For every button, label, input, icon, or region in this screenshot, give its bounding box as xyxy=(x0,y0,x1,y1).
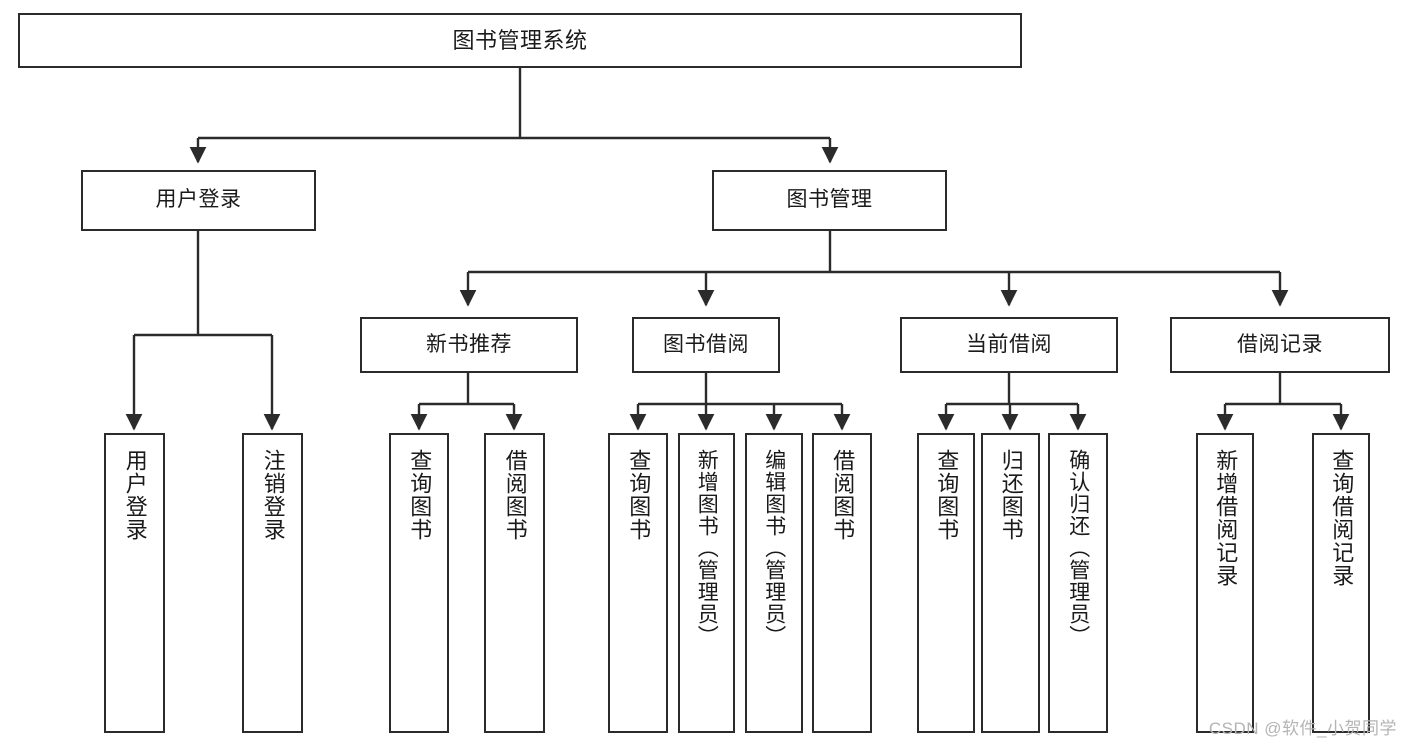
node-label: 查询图书 xyxy=(626,449,652,541)
node-label: 图书管理 xyxy=(786,188,873,212)
node-new-book-recommend[interactable]: 新书推荐 xyxy=(360,317,578,373)
leaf-confirm-return-admin[interactable]: 确认归还（管理员） xyxy=(1048,433,1108,733)
node-root-system[interactable]: 图书管理系统 xyxy=(18,13,1022,68)
node-label: 新书推荐 xyxy=(426,332,512,356)
node-label: 确认归还（管理员） xyxy=(1066,449,1090,647)
leaf-return-book[interactable]: 归还图书 xyxy=(981,433,1040,733)
node-label: 图书管理系统 xyxy=(452,27,588,53)
node-label: 查询借阅记录 xyxy=(1329,449,1355,587)
leaf-edit-book-admin[interactable]: 编辑图书（管理员） xyxy=(745,433,803,733)
leaf-user-login[interactable]: 用户登录 xyxy=(104,433,165,733)
node-label: 编辑图书（管理员） xyxy=(762,449,786,647)
node-label: 当前借阅 xyxy=(966,332,1052,356)
node-user-login[interactable]: 用户登录 xyxy=(81,170,316,231)
leaf-add-book-admin[interactable]: 新增图书（管理员） xyxy=(678,433,735,733)
leaf-borrow-book[interactable]: 借阅图书 xyxy=(812,433,872,733)
node-label: 用户登录 xyxy=(122,449,148,541)
node-label: 借阅图书 xyxy=(830,449,856,541)
node-label: 借阅图书 xyxy=(502,449,528,541)
node-current-borrow[interactable]: 当前借阅 xyxy=(900,317,1118,373)
leaf-new-book-query[interactable]: 查询图书 xyxy=(389,433,449,733)
node-label: 注销登录 xyxy=(260,449,286,541)
leaf-borrow-query-book[interactable]: 查询图书 xyxy=(608,433,668,733)
node-book-borrow[interactable]: 图书借阅 xyxy=(632,317,780,373)
node-label: 借阅记录 xyxy=(1237,332,1323,356)
node-label: 图书借阅 xyxy=(663,332,749,356)
leaf-new-book-borrow[interactable]: 借阅图书 xyxy=(484,433,545,733)
node-label: 用户登录 xyxy=(155,188,242,212)
node-book-management[interactable]: 图书管理 xyxy=(712,170,947,231)
node-label: 归还图书 xyxy=(998,449,1024,541)
leaf-current-query-book[interactable]: 查询图书 xyxy=(917,433,975,733)
leaf-logout[interactable]: 注销登录 xyxy=(242,433,303,733)
node-borrow-record[interactable]: 借阅记录 xyxy=(1170,317,1390,373)
node-label: 新增图书（管理员） xyxy=(695,449,719,647)
watermark: CSDN @软件_小贺同学 xyxy=(1208,719,1397,738)
node-label: 查询图书 xyxy=(407,449,433,541)
node-label: 查询图书 xyxy=(934,449,960,541)
node-label: 新增借阅记录 xyxy=(1213,449,1239,587)
leaf-query-borrow-record[interactable]: 查询借阅记录 xyxy=(1312,433,1370,733)
leaf-add-borrow-record[interactable]: 新增借阅记录 xyxy=(1196,433,1254,733)
